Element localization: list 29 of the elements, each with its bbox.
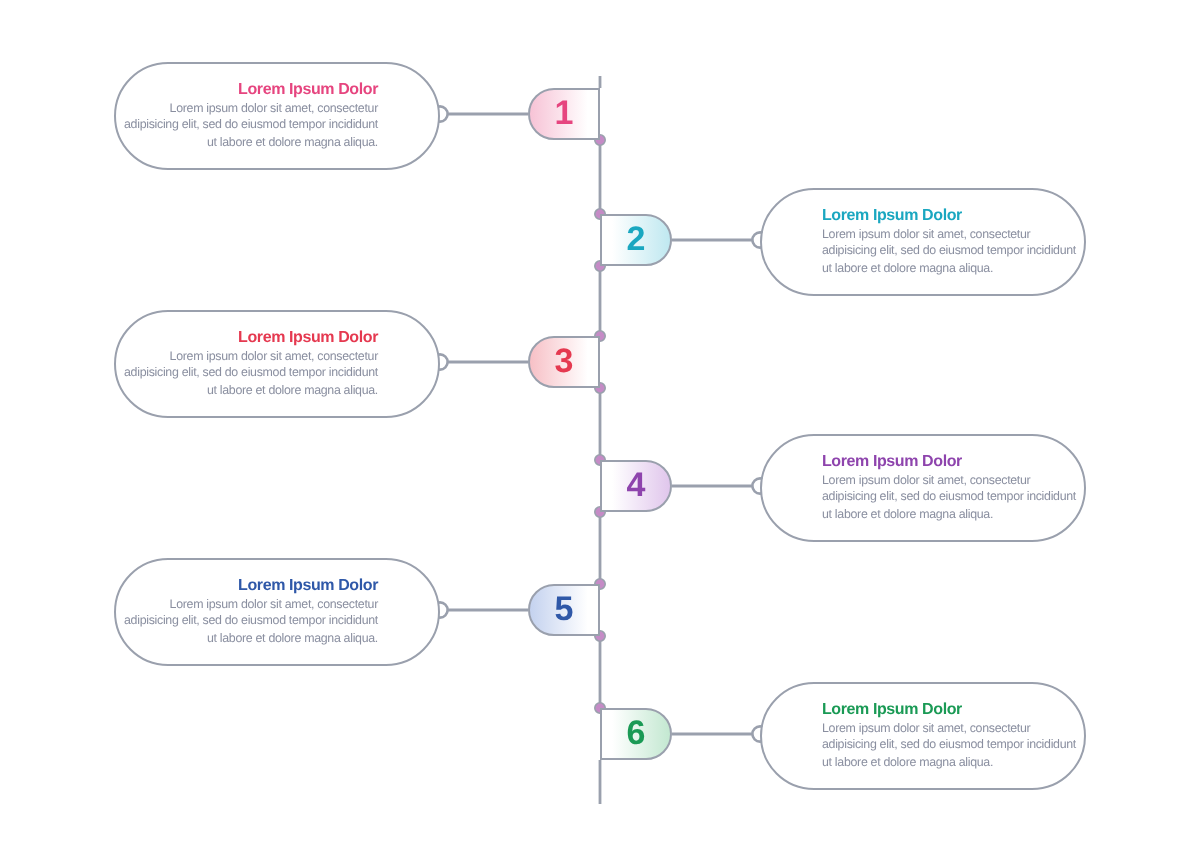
step-tab [528, 336, 600, 388]
card-title: Lorem Ipsum Dolor [822, 205, 962, 224]
step-number: 1 [554, 94, 574, 134]
timeline-segment [594, 630, 606, 714]
step-number: 3 [554, 342, 574, 382]
timeline-segment [594, 382, 606, 466]
step-tab [600, 214, 672, 266]
card-title: Lorem Ipsum Dolor [238, 327, 378, 346]
text-card [114, 62, 440, 170]
card-title: Lorem Ipsum Dolor [822, 451, 962, 470]
text-card [114, 558, 440, 666]
timeline-segment [594, 260, 606, 342]
step-number: 6 [626, 714, 646, 754]
timeline-segment [594, 134, 606, 220]
card-title: Lorem Ipsum Dolor [822, 699, 962, 718]
step-number: 2 [626, 220, 646, 260]
step-tab [600, 460, 672, 512]
card-title: Lorem Ipsum Dolor [238, 575, 378, 594]
step-tab [600, 708, 672, 760]
text-card [760, 434, 1086, 542]
step-tab [528, 584, 600, 636]
timeline-segment [594, 506, 606, 590]
step-number: 4 [626, 466, 646, 506]
text-card [114, 310, 440, 418]
step-tab [528, 88, 600, 140]
text-card [760, 682, 1086, 790]
card-title: Lorem Ipsum Dolor [238, 79, 378, 98]
step-number: 5 [554, 590, 574, 630]
text-card [760, 188, 1086, 296]
